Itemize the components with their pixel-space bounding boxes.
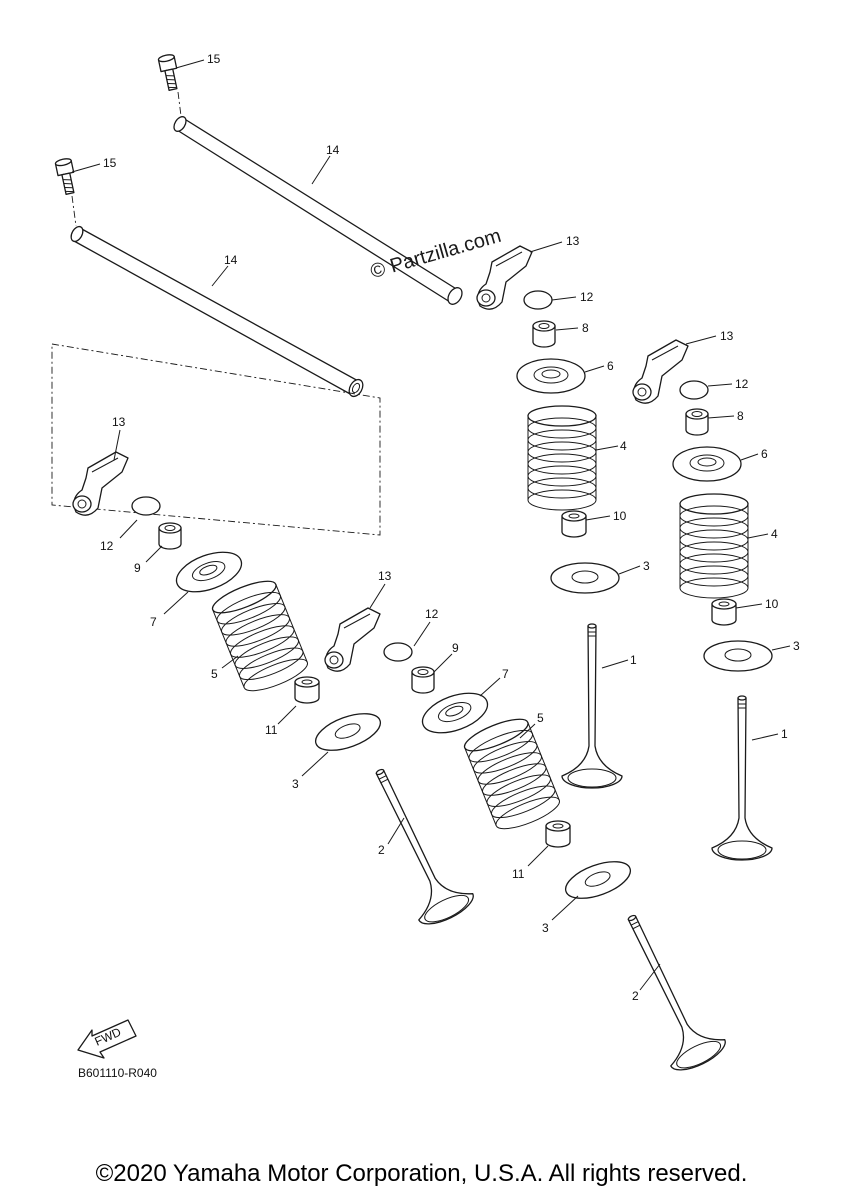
callout-5-c: 5 <box>211 667 218 681</box>
retainer-a <box>516 358 586 394</box>
callout-13-d: 13 <box>378 569 392 583</box>
callout-3-b: 3 <box>793 639 800 653</box>
callout-9-c: 9 <box>134 561 141 575</box>
callout-11-c: 11 <box>265 723 278 737</box>
spring-seat-d <box>560 853 636 907</box>
callout-12-b: 12 <box>735 377 749 391</box>
spring-seat-b <box>703 640 773 672</box>
spring-seat-c <box>310 705 386 759</box>
spring-b <box>679 493 749 599</box>
valve-2-b <box>603 902 731 1078</box>
callout-2-d: 2 <box>632 989 639 1003</box>
callout-7-c: 7 <box>150 615 157 629</box>
rocker-arm-b <box>632 339 689 404</box>
callout-13-a: 13 <box>566 234 580 248</box>
diagram-code: B601110-R040 <box>78 1066 157 1080</box>
rocker-shaft-upper <box>173 116 463 305</box>
callout-4-a: 4 <box>620 439 627 453</box>
spring-c <box>208 574 312 698</box>
shim-c <box>158 522 182 550</box>
spring-seat-a <box>550 562 620 594</box>
callout-10-a: 10 <box>613 509 627 523</box>
callout-2-c: 2 <box>378 843 385 857</box>
callout-12-a: 12 <box>580 290 594 304</box>
shim-a <box>532 320 556 348</box>
callout-15-lower: 15 <box>103 156 117 170</box>
copyright-notice: ©2020 Yamaha Motor Corporation, U.S.A. A… <box>95 1160 748 1187</box>
spring-d <box>460 712 564 836</box>
pad-a <box>523 290 553 310</box>
stem-seal-c <box>294 676 320 704</box>
pad-b <box>679 380 709 400</box>
callout-5-d: 5 <box>537 711 544 725</box>
callout-3-a: 3 <box>643 559 650 573</box>
bolt-lower <box>54 156 79 196</box>
callout-1-b: 1 <box>781 727 788 741</box>
valve-1-b <box>711 695 773 861</box>
rocker-arm-c <box>72 451 129 516</box>
shim-b <box>685 408 709 436</box>
callout-3-d: 3 <box>542 921 549 935</box>
callout-6-b: 6 <box>761 447 768 461</box>
callout-13-c: 13 <box>112 415 126 429</box>
leader-lines <box>71 59 791 991</box>
callout-7-d: 7 <box>502 667 509 681</box>
valve-2-a <box>351 756 479 932</box>
stem-seal-b <box>711 598 737 626</box>
callout-12-c: 12 <box>100 539 114 553</box>
fwd-arrow-icon: FWD <box>77 1019 137 1059</box>
shim-d <box>411 666 435 694</box>
callout-3-c: 3 <box>292 777 299 791</box>
pad-c <box>131 496 161 516</box>
callout-12-d: 12 <box>425 607 439 621</box>
callout-8-b: 8 <box>737 409 744 423</box>
callout-11-d: 11 <box>512 867 525 881</box>
callout-9-d: 9 <box>452 641 459 655</box>
callout-6-a: 6 <box>607 359 614 373</box>
callout-4-b: 4 <box>771 527 778 541</box>
rocker-shaft-lower <box>70 225 364 398</box>
callout-15-upper: 15 <box>207 52 221 66</box>
pad-d <box>383 642 413 662</box>
callout-10-b: 10 <box>765 597 779 611</box>
valve-1-a <box>561 623 623 789</box>
stem-seal-a <box>561 510 587 538</box>
spring-a <box>527 405 597 511</box>
callout-14-upper: 14 <box>326 143 340 157</box>
callout-1-a: 1 <box>630 653 637 667</box>
callout-14-lower: 14 <box>224 253 238 267</box>
callout-13-b: 13 <box>720 329 734 343</box>
retainer-b <box>672 446 742 482</box>
rocker-arm-d <box>324 607 381 672</box>
stem-seal-d <box>545 820 571 848</box>
callout-8-a: 8 <box>582 321 589 335</box>
bolt-upper <box>157 52 182 92</box>
